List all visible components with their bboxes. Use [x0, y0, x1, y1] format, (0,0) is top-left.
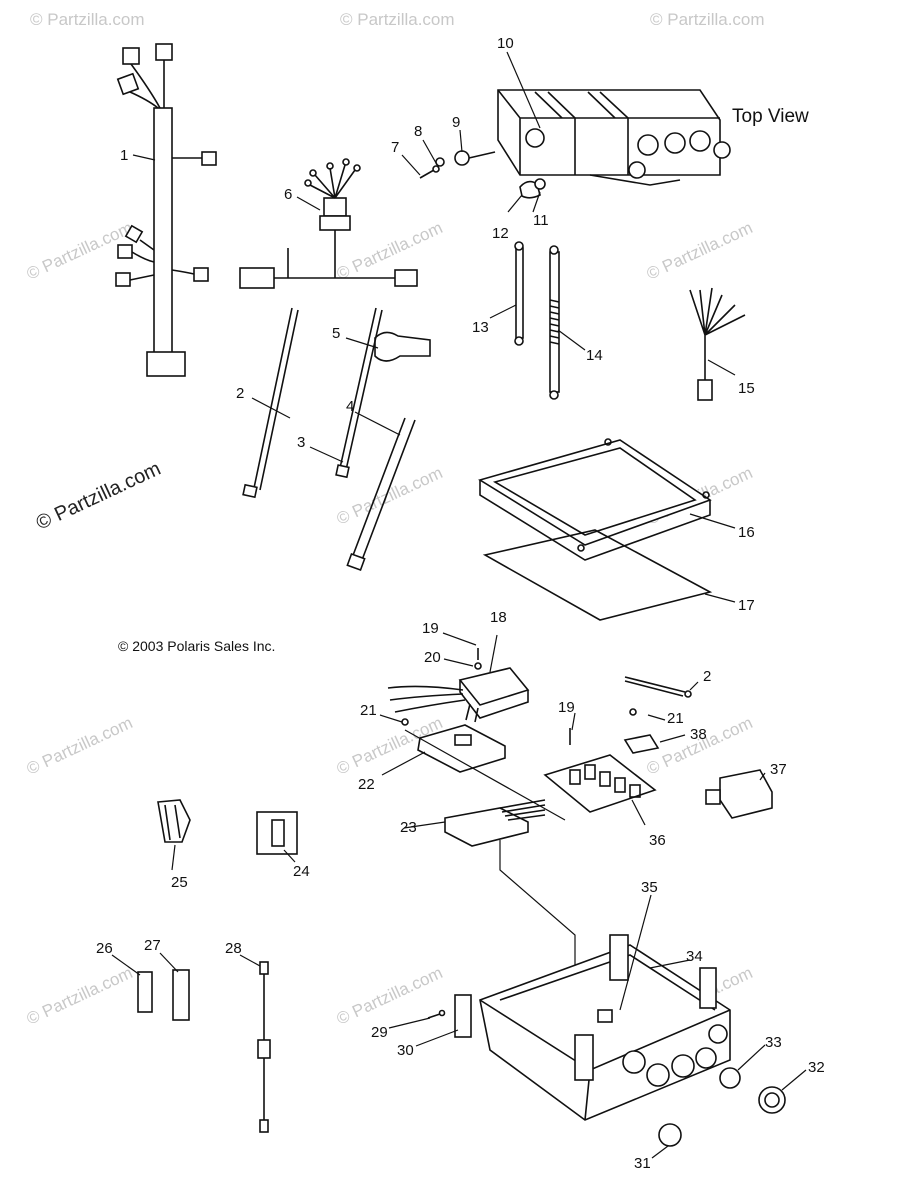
- callout-15: 15: [738, 380, 755, 397]
- callout-35: 35: [641, 879, 658, 896]
- callout-24: 24: [293, 863, 310, 880]
- part-fuses: [137, 969, 190, 1021]
- callout-19: 19: [422, 620, 439, 637]
- part-circuit-board: [543, 754, 657, 813]
- callout-21-second: 21: [667, 710, 684, 727]
- top-view-label: Top View: [732, 106, 809, 127]
- callout-1: 1: [120, 147, 128, 164]
- part-cover: [478, 438, 712, 561]
- callout-leaders: [111, 51, 807, 1159]
- callout-labels: 1 2 3 4 5 6 7 8 9 10 11 12 13 14 15 16 1…: [96, 35, 825, 1172]
- callout-14: 14: [586, 347, 603, 364]
- part-label-card: [256, 811, 298, 855]
- callout-9: 9: [452, 114, 460, 131]
- callout-37: 37: [770, 761, 787, 778]
- callout-23: 23: [400, 819, 417, 836]
- callout-17: 17: [738, 597, 755, 614]
- callout-33: 33: [765, 1034, 782, 1051]
- callout-12: 12: [492, 225, 509, 242]
- callout-7: 7: [391, 139, 399, 156]
- callout-10: 10: [497, 35, 514, 52]
- part-fuse-lead: [257, 961, 271, 1133]
- part-pigtail: [689, 287, 746, 401]
- watermark-main: © Partzilla.com: [33, 458, 164, 535]
- part-module: [387, 648, 530, 723]
- callout-38: 38: [690, 726, 707, 743]
- watermark: © Partzilla.com: [334, 463, 446, 529]
- callout-3: 3: [297, 434, 305, 451]
- callout-36: 36: [649, 832, 666, 849]
- callout-18: 18: [490, 609, 507, 626]
- watermark: © Partzilla.com: [24, 963, 136, 1029]
- watermark: © Partzilla.com: [30, 10, 145, 29]
- callout-22: 22: [358, 776, 375, 793]
- callout-11: 11: [533, 212, 549, 229]
- callout-29: 29: [371, 1024, 388, 1041]
- callout-28: 28: [225, 940, 242, 957]
- callout-19-second: 19: [558, 699, 575, 716]
- part-clip-strip: [157, 799, 191, 843]
- part-top-box: [497, 89, 731, 186]
- watermark: © Partzilla.com: [644, 218, 756, 284]
- callout-20: 20: [424, 649, 441, 666]
- callout-27: 27: [144, 937, 161, 954]
- part-bracket: [417, 724, 506, 773]
- watermark: © Partzilla.com: [340, 10, 455, 29]
- callout-16: 16: [738, 524, 755, 541]
- part-fasteners: [419, 150, 546, 199]
- part-rods: [514, 241, 560, 400]
- callout-2-second: 2: [703, 668, 711, 685]
- part-sub-harness: [239, 158, 418, 289]
- callout-4: 4: [346, 398, 354, 415]
- callout-30: 30: [397, 1042, 414, 1059]
- part-tie-short: [624, 676, 692, 698]
- callout-2: 2: [236, 385, 244, 402]
- callout-34: 34: [686, 948, 703, 965]
- callout-25: 25: [171, 874, 188, 891]
- callout-31: 31: [634, 1155, 651, 1172]
- part-gasket: [482, 529, 713, 621]
- callout-13: 13: [472, 319, 489, 336]
- callout-21: 21: [360, 702, 377, 719]
- part-cable-ties: [242, 307, 416, 572]
- part-relay-module: [444, 799, 546, 847]
- callout-8: 8: [414, 123, 422, 140]
- watermark: © Partzilla.com: [24, 713, 136, 779]
- part-boot: [374, 331, 431, 362]
- part-grommets: [658, 1067, 786, 1147]
- part-latch: [427, 1009, 446, 1019]
- watermark: © Partzilla.com: [650, 10, 765, 29]
- watermark: © Partzilla.com: [644, 713, 756, 779]
- callout-26: 26: [96, 940, 113, 957]
- callout-5: 5: [332, 325, 340, 342]
- copyright-note: © 2003 Polaris Sales Inc.: [118, 638, 275, 654]
- part-relay: [705, 769, 773, 819]
- part-wiring-harness: [115, 43, 217, 377]
- callout-32: 32: [808, 1059, 825, 1076]
- part-clip: [401, 708, 660, 754]
- part-main-box: [454, 934, 731, 1121]
- callout-6: 6: [284, 186, 292, 203]
